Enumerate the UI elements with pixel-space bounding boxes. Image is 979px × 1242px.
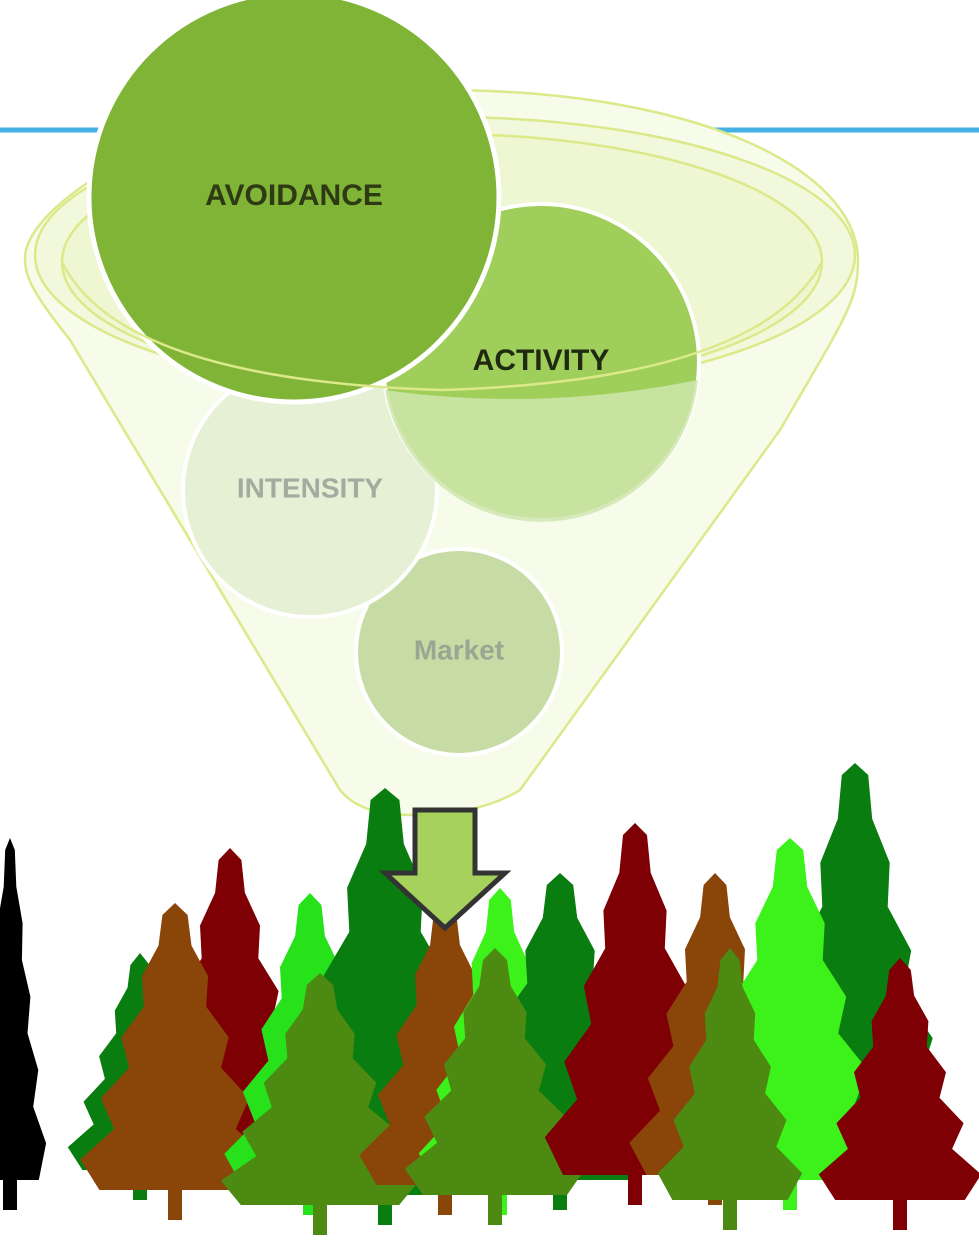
- avoidance-circle: [86, 0, 502, 405]
- down-arrow: [378, 807, 512, 932]
- funnel-rim-front: [60, 261, 824, 392]
- intensity-label: INTENSITY: [237, 472, 384, 503]
- tree-17: [657, 948, 803, 1230]
- market-label: Market: [414, 634, 504, 665]
- market-circle: [354, 547, 564, 757]
- tree-11: [404, 948, 586, 1225]
- activity-label: ACTIVITY: [473, 344, 610, 377]
- tree-1: [0, 838, 47, 1210]
- tree-4: [80, 903, 270, 1220]
- avoidance-label: AVOIDANCE: [205, 179, 383, 212]
- tree-16: [818, 958, 979, 1230]
- activity-circle-lower: [385, 380, 698, 522]
- forest: [0, 763, 979, 1235]
